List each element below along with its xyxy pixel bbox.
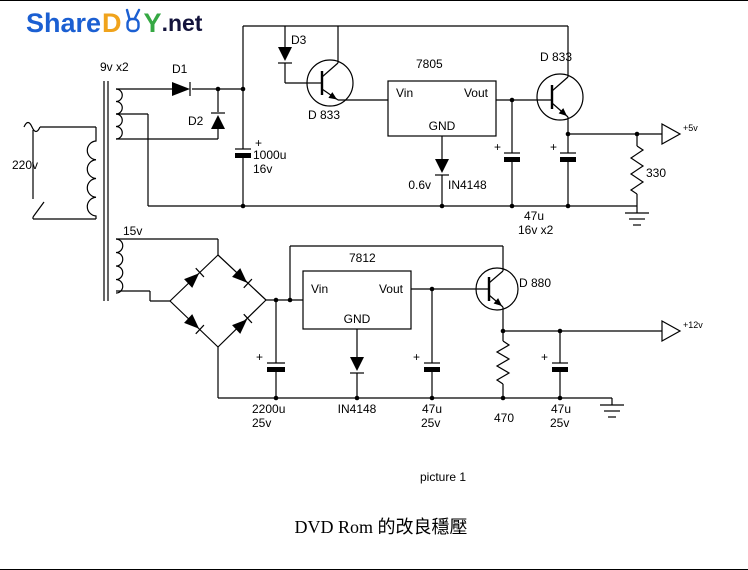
capacitor-2200u: + 2200u 25v [252,350,285,430]
diode-d3: D3 [278,33,307,64]
transformer: 9v x2 15v [86,60,142,301]
logo-net-text: .net [161,10,203,36]
regulator-7812: 7812 Vin Vout GND [302,251,412,330]
capacitor-47u-out: + 47u 25v [541,350,571,430]
reg-7812-vout: Vout [379,282,404,296]
bridge-diode [184,314,205,335]
plus-mark: + [413,350,420,364]
capacitor-1000u: + 1000u 16v [235,136,286,176]
d1-label: D1 [172,62,188,76]
cap-2200u-value: 2200u [252,402,285,416]
diode-drop-label: 0.6v [408,178,431,192]
bridge-rectifier [169,254,267,348]
output-arrow-icon [661,122,682,146]
switch-lever [32,201,45,218]
plus-mark: + [255,136,262,150]
resistor-330: 330 [629,145,666,195]
emitter-arrow-icon [493,298,502,306]
transistor-d833-2: D 833 [536,26,584,121]
reg-7812-vin: Vin [311,282,328,296]
diode-in4148-bottom: IN4148 [338,357,377,416]
cap-47u-out-voltage: 25v [550,416,569,430]
junction-dots [215,86,640,401]
plus-mark: + [256,350,263,364]
resistor-330-label: 330 [646,166,666,180]
ground-symbol-bottom [600,398,624,418]
logo-y-text: Y [143,8,162,38]
page-title: DVD Rom 的改良穩壓 [294,517,467,537]
cap-47u-mid-voltage: 25v [421,416,440,430]
d3-label: D3 [291,33,307,47]
t2-label: D 833 [540,50,572,64]
t1-label: D 833 [308,108,340,122]
reg-7805-name: 7805 [416,57,443,71]
output-5v: +5v [661,122,698,146]
transistor-d880: D 880 [475,267,551,311]
cap-2200u-voltage: 25v [252,416,271,430]
ac-source: 220v [12,121,96,220]
emitter-arrow-icon [558,108,567,116]
reg-7805-gnd: GND [429,119,456,133]
t3-label: D 880 [519,276,551,290]
output-12v: +12v [661,319,703,343]
resistor-470-label: 470 [494,411,514,425]
cap-47u-mid-value: 47u [422,402,442,416]
victory-hand-icon [123,7,143,40]
transistor-d833-1: D 833 [306,26,388,122]
emitter-arrow-icon [328,92,337,100]
cap-47u-voltage: 16v x2 [518,223,554,237]
cap-47u-value: 47u [524,209,544,223]
plus-mark: + [541,350,548,364]
reg-7812-gnd: GND [344,312,371,326]
rail12-wires [116,238,662,399]
output-arrow-icon [661,319,682,343]
bridge-diode [232,268,253,289]
cap-1000u-value: 1000u [253,148,286,162]
diode-part-label: IN4148 [448,178,487,192]
secondary-9v-label: 9v x2 [100,60,129,74]
secondary-coil-15v [115,238,124,294]
plus-mark: + [550,140,557,154]
regulator-7805: 7805 Vin Vout GND [387,57,497,137]
primary-coil [86,127,97,219]
capacitors-47u-16v: + + 47u 16v x2 [494,140,576,237]
resistor-470: 470 [494,340,514,425]
ac-sine-icon [23,121,41,133]
capacitor-47u-mid: + 47u 25v [413,350,442,430]
diode-d2: D2 [188,112,225,129]
output-5v-label: +5v [683,123,698,133]
bridge-diode [184,267,205,288]
diode-d1: D1 [172,62,191,96]
reg-7805-vout: Vout [464,86,489,100]
d2-label: D2 [188,114,204,128]
reg-7812-name: 7812 [349,251,376,265]
cap-1000u-voltage: 16v [253,162,272,176]
diode-in4148-top: 0.6v IN4148 [408,159,487,192]
output-12v-label: +12v [683,320,703,330]
bridge-diode [232,313,253,334]
logo-d-text: D [102,8,122,38]
mains-voltage-label: 220v [12,158,38,172]
plus-mark: + [494,140,501,154]
reg-7805-vin: Vin [396,86,413,100]
logo-share-text: Share [26,8,102,38]
ground-symbol-top [625,206,649,226]
secondary-15v-label: 15v [123,224,142,238]
picture-caption: picture 1 [420,470,466,484]
diode-part-label: IN4148 [338,402,377,416]
cap-47u-out-value: 47u [551,402,571,416]
